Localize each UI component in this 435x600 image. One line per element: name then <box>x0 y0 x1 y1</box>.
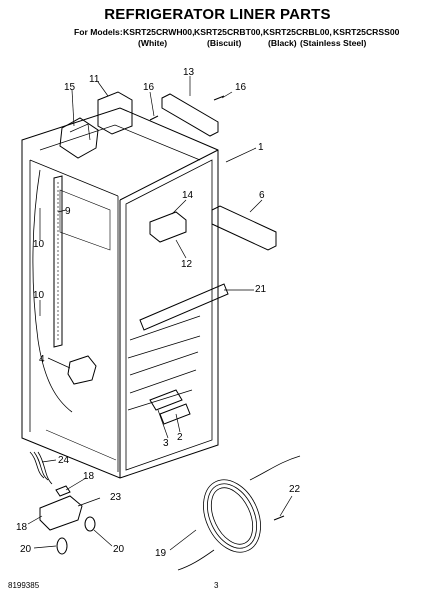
callout-16: 16 <box>235 82 247 93</box>
page-number: 3 <box>214 581 219 590</box>
callout-12: 12 <box>181 259 193 270</box>
liner-body <box>21 107 219 479</box>
light-cover <box>67 355 97 385</box>
callout-11: 11 <box>89 74 100 85</box>
control-housing <box>59 117 99 159</box>
screw <box>149 115 159 121</box>
callout-13: 13 <box>183 67 195 78</box>
callout-1: 1 <box>258 142 264 153</box>
crisper-cover <box>211 205 277 251</box>
callout-4: 4 <box>39 354 45 365</box>
callout-3: 3 <box>163 438 169 449</box>
water-tube-coil <box>177 455 301 571</box>
callout-14: 14 <box>182 190 194 201</box>
crisper-support <box>149 389 183 411</box>
vertical-rail <box>53 175 63 348</box>
callout-23: 23 <box>110 492 122 503</box>
model-color: (Black) <box>268 38 297 48</box>
callout-22: 22 <box>289 484 301 495</box>
model-number: KSRT25CRSS00 <box>333 27 400 37</box>
callout-24: 24 <box>58 455 70 466</box>
model-number: KSRT25CRWH00, <box>123 27 195 37</box>
callout-9: 9 <box>65 206 71 217</box>
callout-15: 15 <box>64 82 76 93</box>
callout-19: 19 <box>155 548 167 559</box>
model-color: (Stainless Steel) <box>300 38 367 48</box>
callout-18: 18 <box>83 471 95 482</box>
shelf-bar <box>139 283 229 331</box>
bracket <box>97 91 133 135</box>
top-rail <box>161 93 219 137</box>
callout-18: 18 <box>16 522 28 533</box>
callout-10: 10 <box>33 290 45 301</box>
callout-2: 2 <box>177 432 183 443</box>
clip <box>55 485 71 497</box>
model-number: KSRT25CRBL00, <box>263 27 332 37</box>
callout-21: 21 <box>255 284 267 295</box>
model-color: (White) <box>138 38 168 48</box>
light-socket <box>39 495 83 531</box>
cable-assembly <box>29 451 53 485</box>
bulb <box>56 537 68 555</box>
wire-harness <box>32 169 73 413</box>
callout-20: 20 <box>113 544 125 555</box>
callout-16: 16 <box>143 82 155 93</box>
model-color: (Biscuit) <box>207 38 242 48</box>
model-number: KSRT25CRBT00, <box>194 27 263 37</box>
page-title: REFRIGERATOR LINER PARTS <box>104 6 331 23</box>
leader-lines <box>27 76 293 551</box>
document-number: 8199385 <box>8 581 40 590</box>
bulb <box>84 516 96 532</box>
screw <box>273 515 285 521</box>
callout-20: 20 <box>20 544 32 555</box>
callout-10: 10 <box>33 239 45 250</box>
callout-numbers: 1 2 3 4 6 9 10 10 11 12 13 14 15 16 16 1… <box>16 67 301 559</box>
crisper-support <box>159 403 191 425</box>
thermostat-control <box>149 211 187 243</box>
for-models-label: For Models: <box>74 27 123 37</box>
callout-6: 6 <box>259 190 265 201</box>
screw <box>213 95 225 101</box>
